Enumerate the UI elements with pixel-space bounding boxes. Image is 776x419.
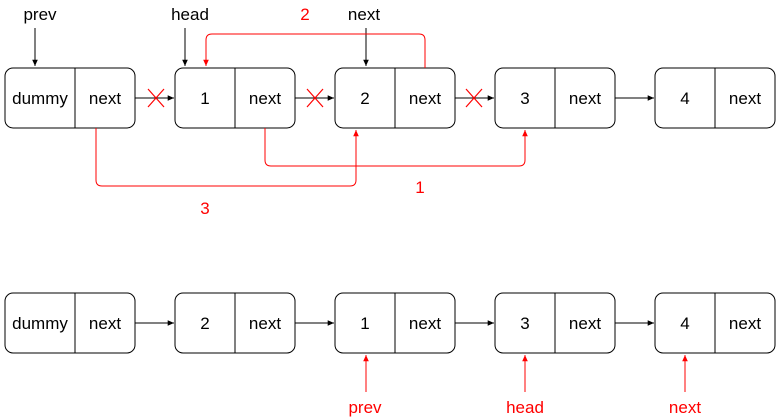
bottom-node-3: 3 next [494, 292, 616, 354]
pointer-label-prev-new: prev [348, 398, 382, 417]
node-next-label: next [249, 314, 281, 333]
node-next-label: next [729, 314, 761, 333]
cross-mark-2-to-3 [465, 88, 483, 108]
top-node-1: 1 next [174, 67, 296, 129]
node-next-label: next [89, 89, 121, 108]
node-next-label: next [249, 89, 281, 108]
node-next-label: next [409, 314, 441, 333]
step-1-arrow [264, 128, 528, 167]
top-node-2: 2 next [334, 67, 456, 129]
node-value-label: 1 [200, 89, 209, 108]
node-value-label: 4 [680, 89, 689, 108]
node-value-label: dummy [12, 314, 68, 333]
node-next-label: next [89, 314, 121, 333]
top-row: dummy next 1 next 2 next 3 next [4, 5, 776, 218]
top-node-4: 4 next [654, 67, 776, 129]
step-2-arrow [203, 33, 426, 68]
step-1-label: 1 [415, 178, 424, 197]
pointer-label-next: next [348, 5, 380, 24]
cross-mark-1-to-2 [306, 88, 324, 108]
node-value-label: 2 [200, 314, 209, 333]
node-value-label: 4 [680, 314, 689, 333]
bottom-node-dummy: dummy next [4, 292, 136, 354]
node-value-label: 3 [520, 89, 529, 108]
bottom-node-4: 4 next [654, 292, 776, 354]
bottom-row: dummy next 2 next 1 next 3 next 4 next [4, 292, 776, 417]
bottom-node-1: 1 next [334, 292, 456, 354]
node-value-label: dummy [12, 89, 68, 108]
pointer-label-next-new: next [669, 398, 701, 417]
node-next-label: next [569, 314, 601, 333]
pointer-label-head: head [171, 5, 209, 24]
node-value-label: 1 [360, 314, 369, 333]
node-value-label: 2 [360, 89, 369, 108]
top-node-3: 3 next [494, 67, 616, 129]
node-value-label: 3 [520, 314, 529, 333]
step-2-label: 2 [300, 5, 309, 24]
step-3-label: 3 [200, 199, 209, 218]
node-next-label: next [569, 89, 601, 108]
cross-mark-dummy-to-1 [147, 88, 165, 108]
step-3-arrow [95, 128, 359, 187]
pointer-label-prev: prev [23, 5, 57, 24]
bottom-node-2: 2 next [174, 292, 296, 354]
pointer-label-head-new: head [506, 398, 544, 417]
node-next-label: next [409, 89, 441, 108]
node-next-label: next [729, 89, 761, 108]
top-node-dummy: dummy next [4, 67, 136, 129]
